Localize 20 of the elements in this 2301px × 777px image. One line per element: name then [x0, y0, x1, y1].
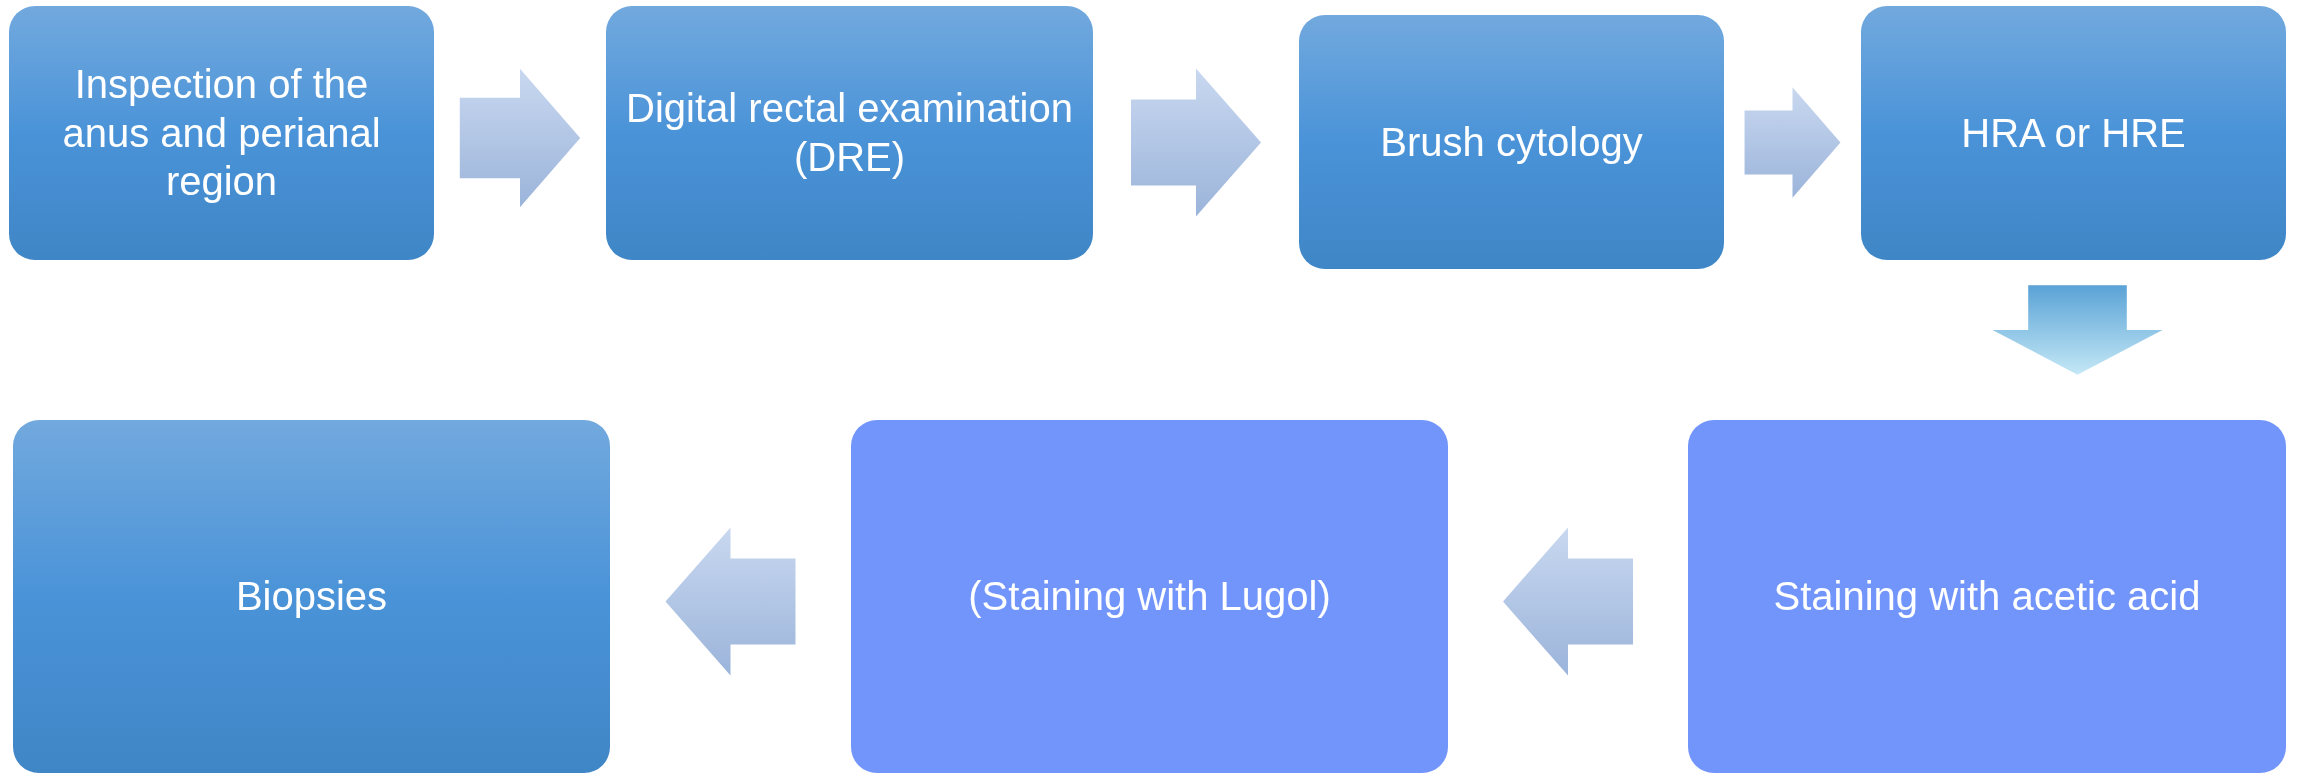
block-arrow: [1992, 285, 2163, 375]
process-box: [9, 6, 434, 260]
process-box: [1861, 6, 2286, 260]
step-label: Staining with acetic acid: [1773, 573, 2201, 621]
process-box: [606, 6, 1093, 260]
block-arrow: [1131, 68, 1261, 217]
step-label: Digital rectal examination (DRE): [625, 85, 1074, 181]
process-box: [1688, 420, 2286, 773]
step-label: HRA or HRE: [1961, 109, 2186, 157]
block-arrow: [1744, 87, 1841, 198]
step-label: Biopsies: [235, 573, 388, 621]
step-label: Brush cytology: [1380, 118, 1643, 166]
process-box: [1299, 15, 1724, 269]
process-box: [851, 420, 1448, 773]
process-box: [13, 420, 610, 773]
block-arrow: [459, 68, 581, 208]
block-arrow: [665, 527, 796, 676]
step-label: (Staining with Lugol): [968, 573, 1331, 621]
block-arrow: [1503, 527, 1633, 676]
step-label: Inspection of the anus and perianal region: [61, 60, 382, 206]
